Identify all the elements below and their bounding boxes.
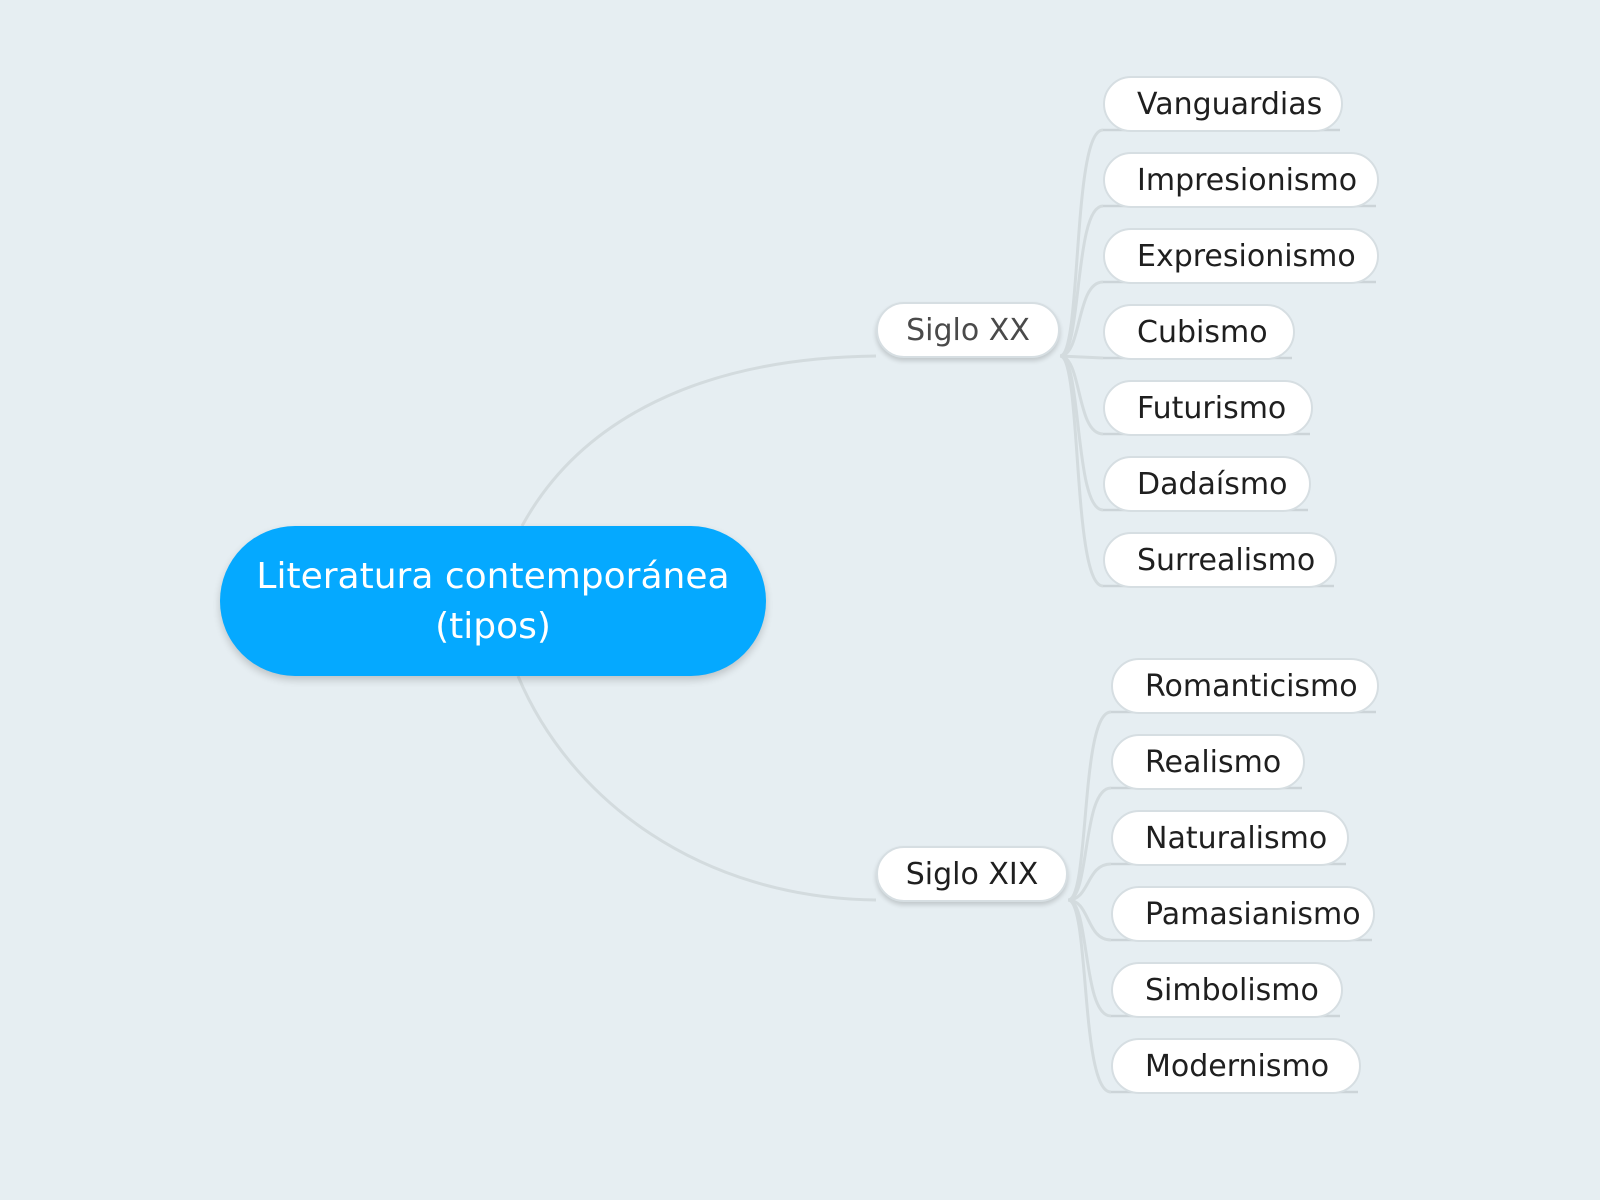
topic-naturalismo[interactable]: Naturalismo [1111, 810, 1349, 866]
topic-pamasianismo[interactable]: Pamasianismo [1111, 886, 1375, 942]
topic-vanguardias[interactable]: Vanguardias [1103, 76, 1343, 132]
connector-xix-4 [1067, 898, 1112, 1018]
topic-cubismo[interactable]: Cubismo [1103, 304, 1295, 360]
topic-modernismo[interactable]: Modernismo [1111, 1038, 1361, 1094]
topic-futurismo[interactable]: Futurismo [1103, 380, 1313, 436]
connector-xix-3 [1067, 898, 1112, 942]
branch-siglo-xix[interactable]: Siglo XIX [876, 846, 1068, 902]
topic-romanticismo[interactable]: Romanticismo [1111, 658, 1379, 714]
central-topic-line1: Literatura contemporánea [256, 556, 730, 597]
connector-xx-0 [1059, 128, 1104, 358]
branch-siglo-xx[interactable]: Siglo XX [876, 302, 1060, 358]
topic-surrealismo[interactable]: Surrealismo [1103, 532, 1337, 588]
topic-dadaismo[interactable]: Dadaísmo [1103, 456, 1311, 512]
central-topic[interactable]: Literatura contemporánea (tipos) [220, 526, 766, 676]
connector-central-siglo-xx [520, 354, 877, 527]
connector-xix-2 [1067, 862, 1112, 902]
connector-xx-3 [1059, 354, 1104, 360]
topic-simbolismo[interactable]: Simbolismo [1111, 962, 1343, 1018]
connector-xx-1 [1059, 204, 1104, 358]
connector-xx-2 [1059, 280, 1104, 358]
connector-xx-6 [1059, 354, 1104, 588]
topic-expresionismo[interactable]: Expresionismo [1103, 228, 1379, 284]
topic-impresionismo[interactable]: Impresionismo [1103, 152, 1379, 208]
connector-xix-0 [1067, 710, 1112, 902]
connector-central-siglo-xix [516, 675, 877, 902]
topic-realismo[interactable]: Realismo [1111, 734, 1305, 790]
connector-xix-5 [1067, 898, 1112, 1094]
connector-xix-1 [1067, 786, 1112, 902]
central-topic-line2: (tipos) [435, 606, 551, 647]
